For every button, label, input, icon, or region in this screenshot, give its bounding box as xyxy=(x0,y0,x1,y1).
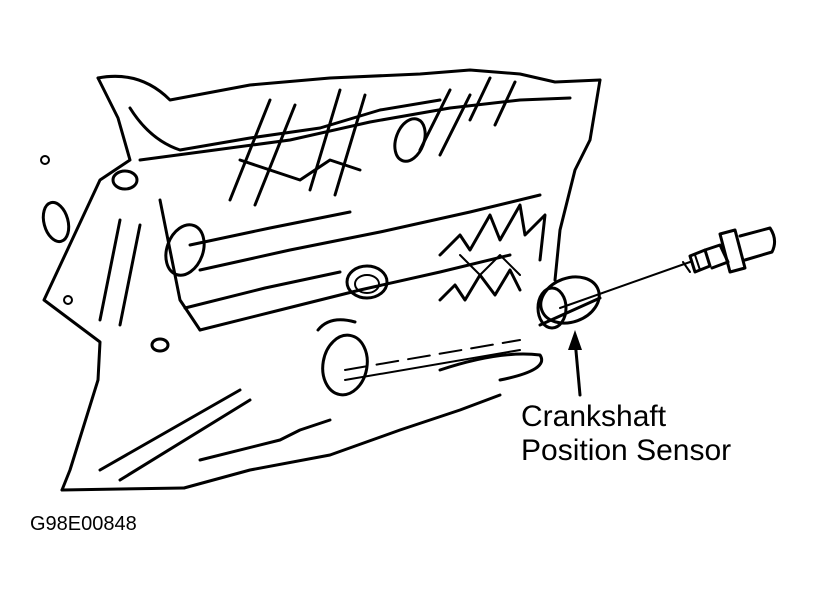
gear-teeth xyxy=(438,203,547,302)
plug-tubes xyxy=(98,76,517,327)
crankshaft-bore xyxy=(316,318,544,397)
callout-leader xyxy=(568,330,582,397)
engine-block xyxy=(42,68,602,492)
crankshaft-position-sensor xyxy=(559,226,777,309)
cylinder-head xyxy=(128,96,572,332)
callout-line-2: Position Sensor xyxy=(521,434,732,467)
lower-edges xyxy=(98,388,332,482)
callout-line-1: Crankshaft xyxy=(521,400,667,433)
sensor-callout-label: Crankshaft Position Sensor xyxy=(521,400,731,468)
figure-code: G98E00848 xyxy=(30,513,137,535)
sensor-mount xyxy=(536,275,602,330)
